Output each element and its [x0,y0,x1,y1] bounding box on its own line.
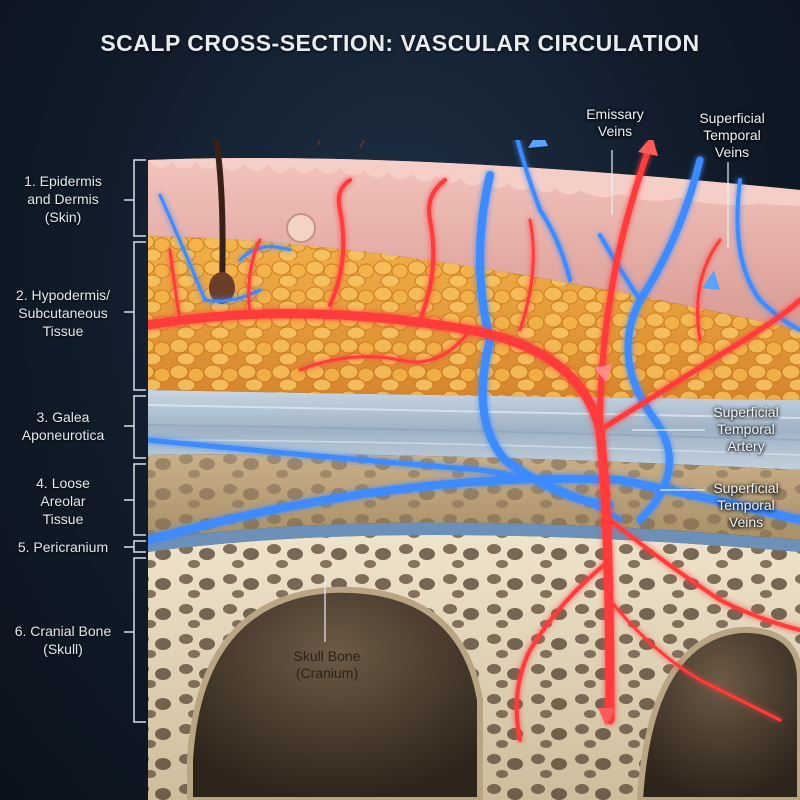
layer-label-pericranium: 5. Pericranium [17,539,109,555]
layer-label-epidermis: 1. Epidermis and Dermis (Skin) [24,173,102,225]
layer-label-hypodermis: 2. Hypodermis/ Subcutaneous Tissue [15,287,111,339]
callout-leaders [324,150,729,642]
diagram-title: SCALP CROSS-SECTION: VASCULAR CIRCULATIO… [100,30,700,56]
arteries [148,142,800,742]
flow-arrows [528,140,720,726]
callout-skull-bone: Skull Bone (Cranium) [293,648,361,681]
callout-superficial-temporal-veins-bottom: Superficial Temporal Veins [713,480,779,530]
veins [148,140,800,544]
layer-label-galea: 3. Galea Aponeurotica [21,409,105,443]
callout-superficial-temporal-veins-top: Superficial Temporal Veins [699,110,765,160]
callout-emissary-veins: Emissary Veins [586,106,644,139]
layer-brackets [124,159,146,723]
tissue-layers [148,140,800,800]
layer-label-areolar: 4. Loose Areolar Tissue [36,475,90,527]
callout-superficial-temporal-artery: Superficial Temporal Artery [713,404,779,454]
layer-label-cranial-bone: 6. Cranial Bone (Skull) [14,623,112,657]
